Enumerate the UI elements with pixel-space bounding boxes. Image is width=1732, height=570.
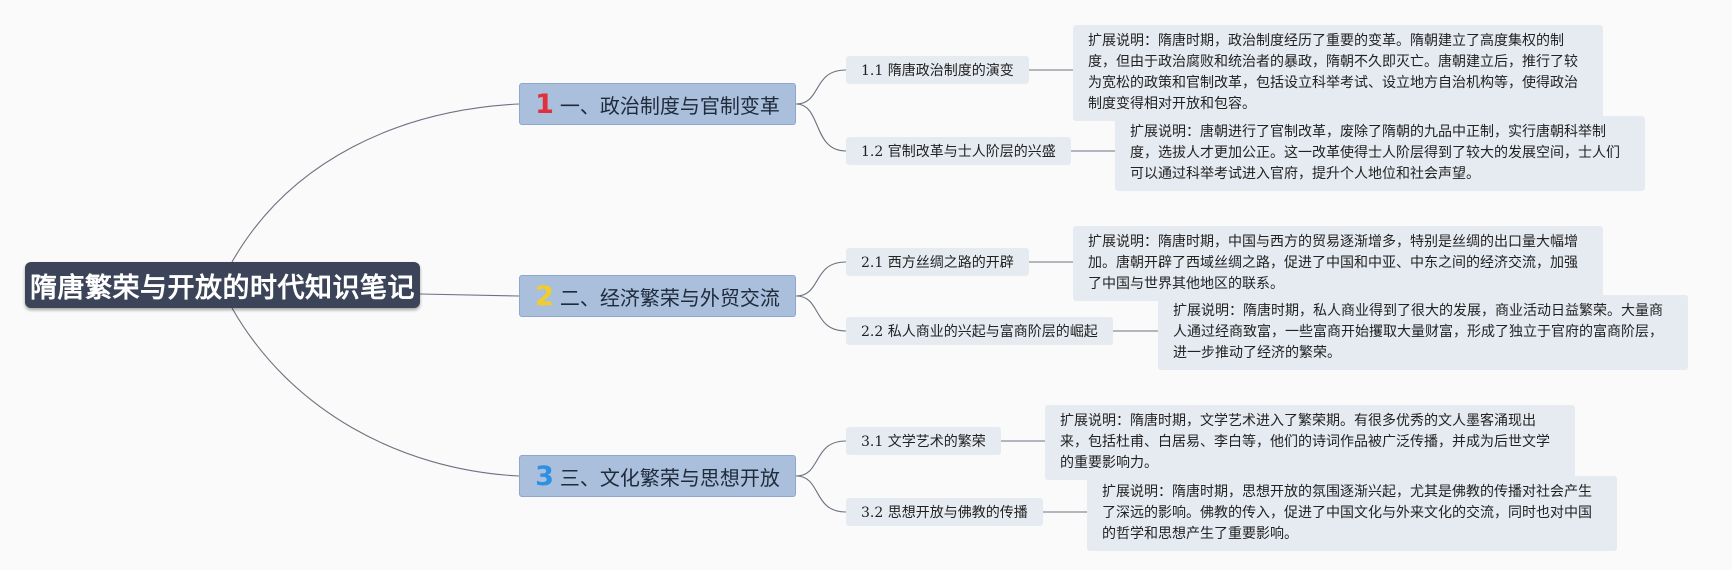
- branch-number-2: 2: [535, 280, 554, 312]
- branch-title-3: 三、文化繁荣与思想开放: [559, 465, 780, 490]
- subtopic-2-2[interactable]: 2.2 私人商业的兴起与富商阶层的崛起: [846, 317, 1113, 345]
- note-1-2[interactable]: 扩展说明：唐朝进行了官制改革，废除了隋朝的九品中正制，实行唐朝科举制度，选拔人才…: [1115, 116, 1645, 191]
- subtopic-2-1[interactable]: 2.1 西方丝绸之路的开辟: [846, 248, 1029, 276]
- branch-title-2: 二、经济繁荣与外贸交流: [559, 285, 780, 310]
- root-topic[interactable]: 隋唐繁荣与开放的时代知识笔记: [25, 262, 420, 308]
- subtopic-title: 2.2 私人商业的兴起与富商阶层的崛起: [861, 324, 1098, 340]
- note-2-2[interactable]: 扩展说明：隋唐时期，私人商业得到了很大的发展，商业活动日益繁荣。大量商人通过经商…: [1158, 295, 1688, 370]
- note-1-1[interactable]: 扩展说明：隋唐时期，政治制度经历了重要的变革。隋朝建立了高度集权的制度，但由于政…: [1073, 25, 1603, 121]
- link-branch-2-sub-1: [795, 261, 847, 297]
- link-branch-1-sub-1: [795, 69, 847, 105]
- subtopic-title: 3.2 思想开放与佛教的传播: [861, 505, 1028, 521]
- branch-topic-2[interactable]: 2 二、经济繁荣与外贸交流: [519, 275, 796, 317]
- subtopic-3-2[interactable]: 3.2 思想开放与佛教的传播: [846, 498, 1043, 526]
- branch-topic-1[interactable]: 1 一、政治制度与官制变革: [519, 83, 796, 125]
- root-title: 隋唐繁荣与开放的时代知识笔记: [30, 272, 415, 304]
- branch-number-3: 3: [535, 460, 554, 492]
- subtopic-3-1[interactable]: 3.1 文学艺术的繁荣: [846, 427, 1001, 455]
- branch-title-1: 一、政治制度与官制变革: [559, 93, 780, 118]
- link-branch-2-sub-2: [795, 295, 847, 332]
- subtopic-title: 3.1 文学艺术的繁荣: [861, 434, 986, 450]
- subtopic-title: 1.2 官制改革与士人阶层的兴盛: [861, 144, 1056, 160]
- note-2-1[interactable]: 扩展说明：隋唐时期，中国与西方的贸易逐渐增多，特别是丝绸的出口量大幅增加。唐朝开…: [1073, 226, 1603, 301]
- note-text: 扩展说明：隋唐时期，政治制度经历了重要的变革。隋朝建立了高度集权的制度，但由于政…: [1088, 33, 1578, 112]
- subtopic-1-2[interactable]: 1.2 官制改革与士人阶层的兴盛: [846, 137, 1071, 165]
- subtopic-1-1[interactable]: 1.1 隋唐政治制度的演变: [846, 56, 1029, 84]
- link-branch-3-sub-2: [795, 475, 847, 513]
- link-root-branch-2: [419, 293, 520, 297]
- link-branch-3-sub-1: [795, 440, 847, 477]
- note-text: 扩展说明：隋唐时期，私人商业得到了很大的发展，商业活动日益繁荣。大量商人通过经商…: [1173, 303, 1663, 361]
- branch-number-1: 1: [535, 88, 554, 120]
- note-3-2[interactable]: 扩展说明：隋唐时期，思想开放的氛围逐渐兴起，尤其是佛教的传播对社会产生了深远的影…: [1087, 476, 1617, 551]
- link-root-branch-3: [231, 307, 520, 477]
- link-root-branch-1: [231, 103, 520, 263]
- note-text: 扩展说明：隋唐时期，文学艺术进入了繁荣期。有很多优秀的文人墨客涌现出来，包括杜甫…: [1060, 413, 1550, 471]
- branch-topic-3[interactable]: 3 三、文化繁荣与思想开放: [519, 455, 796, 497]
- note-text: 扩展说明：隋唐时期，中国与西方的贸易逐渐增多，特别是丝绸的出口量大幅增加。唐朝开…: [1088, 234, 1578, 292]
- link-branch-1-sub-2: [795, 103, 847, 152]
- note-3-1[interactable]: 扩展说明：隋唐时期，文学艺术进入了繁荣期。有很多优秀的文人墨客涌现出来，包括杜甫…: [1045, 405, 1575, 480]
- note-text: 扩展说明：唐朝进行了官制改革，废除了隋朝的九品中正制，实行唐朝科举制度，选拔人才…: [1130, 124, 1620, 182]
- note-text: 扩展说明：隋唐时期，思想开放的氛围逐渐兴起，尤其是佛教的传播对社会产生了深远的影…: [1102, 484, 1592, 542]
- subtopic-title: 2.1 西方丝绸之路的开辟: [861, 255, 1014, 271]
- subtopic-title: 1.1 隋唐政治制度的演变: [861, 63, 1014, 79]
